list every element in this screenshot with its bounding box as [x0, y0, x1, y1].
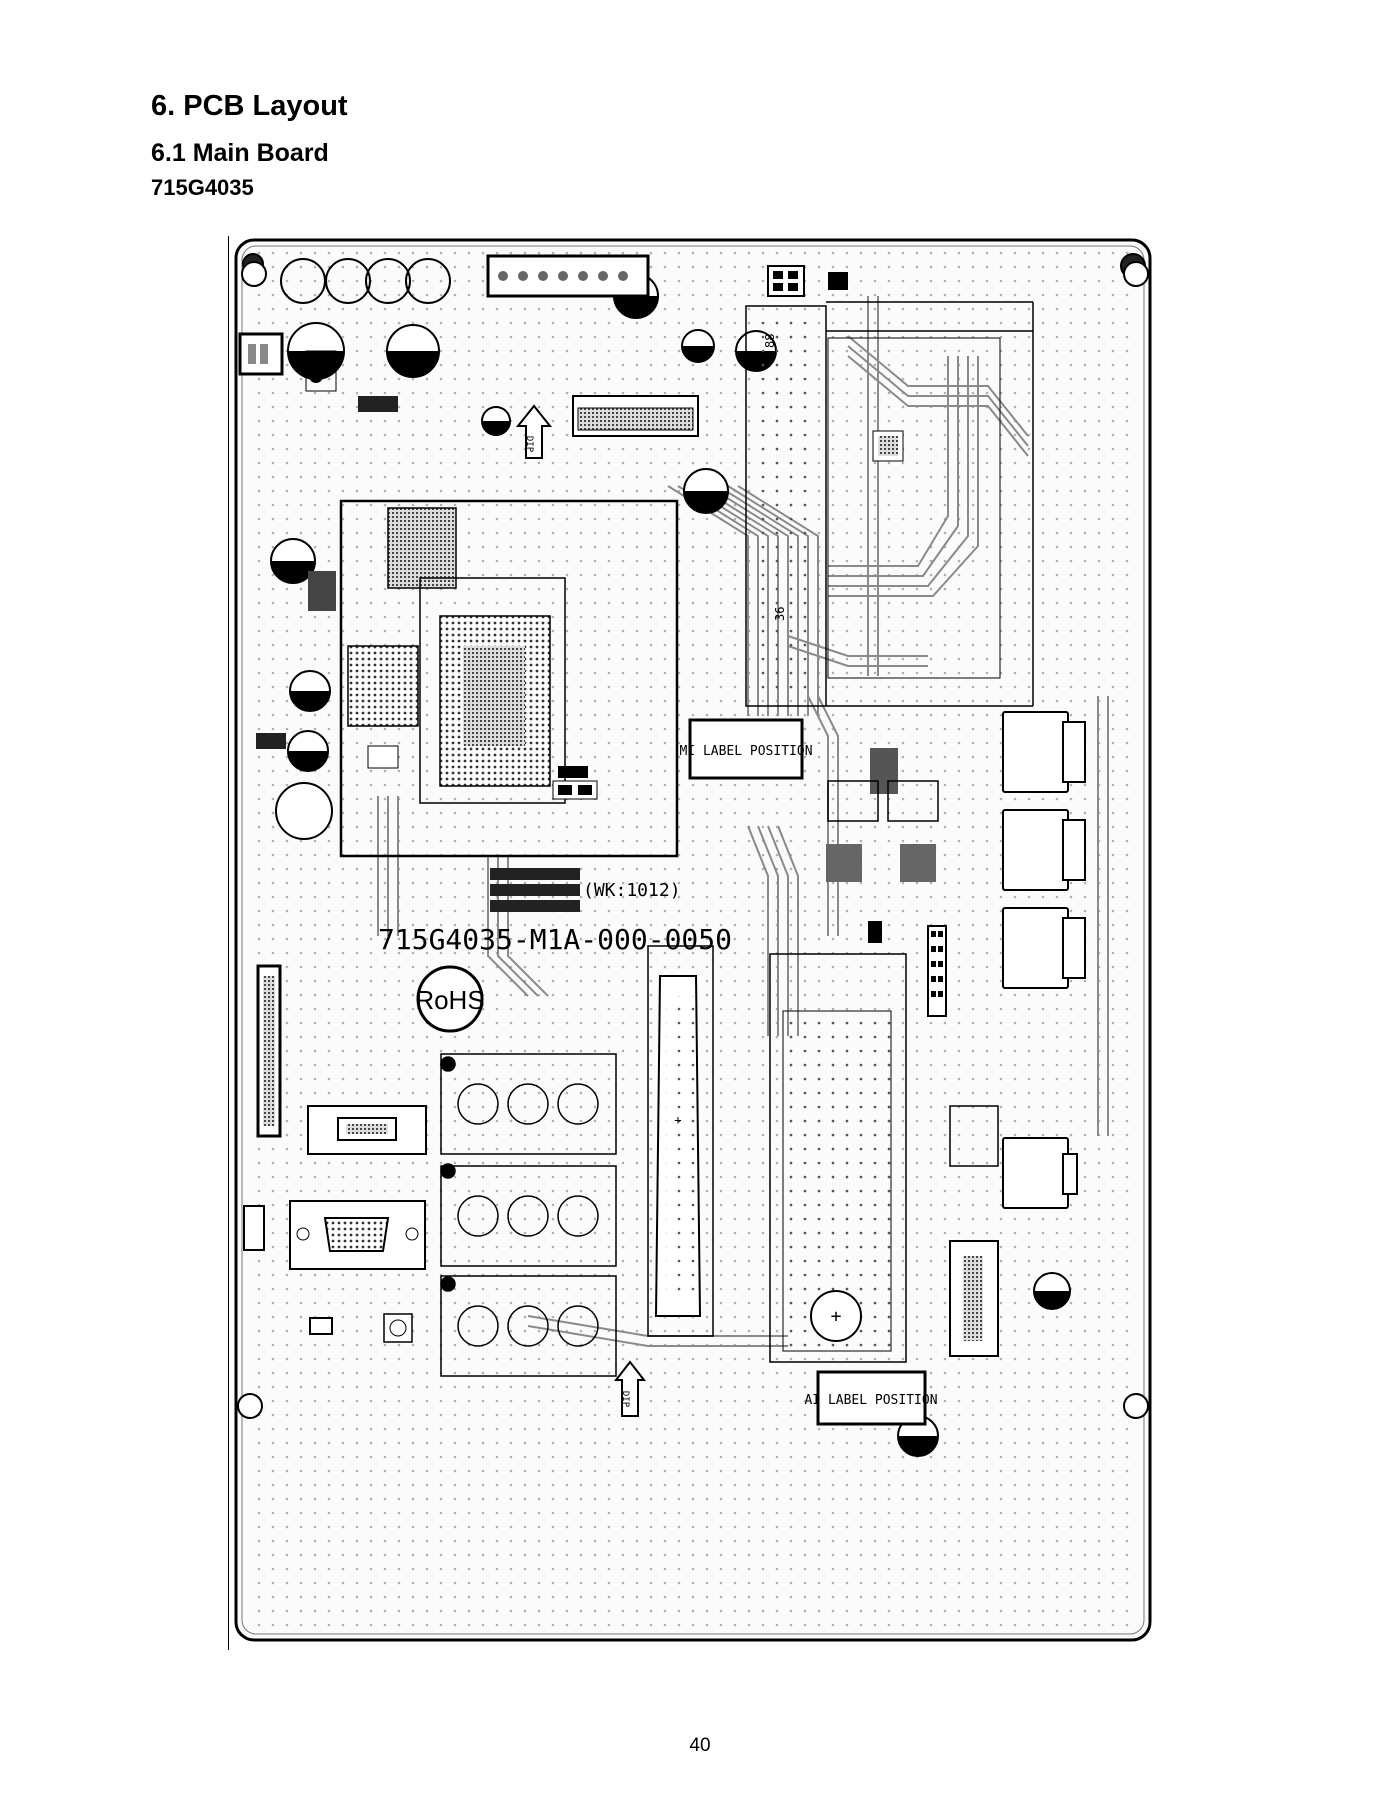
top-header-connector	[486, 254, 848, 298]
pcb-layout-drawing: DIP 88 36	[228, 236, 1178, 1650]
svg-text:+: +	[674, 1113, 681, 1127]
rohs-mark: RoHS	[415, 965, 485, 1033]
audio-capacitor-bank	[440, 1053, 617, 1377]
svg-text:DIP: DIP	[524, 436, 534, 453]
tuner-module: +	[769, 953, 907, 1363]
usb-connector	[949, 1105, 999, 1357]
rca-jack	[1002, 711, 1086, 1209]
board-part-number: (WK:1012) 715G4035-M1A-000-0050	[378, 880, 732, 956]
svg-text:AI LABEL POSITION: AI LABEL POSITION	[804, 1393, 937, 1408]
scart-connector: +	[647, 945, 714, 1337]
mounting-hole	[237, 261, 1149, 1419]
model-number: 715G4035	[151, 175, 254, 200]
side-header	[927, 925, 947, 1017]
svg-text:DIP: DIP	[620, 1391, 630, 1408]
vga-connector	[289, 1200, 426, 1270]
svg-text:715G4035-M1A-000-0050: 715G4035-M1A-000-0050	[378, 923, 732, 956]
dip-arrow-bottom: DIP	[613, 1360, 647, 1417]
svg-text:(WK:1012): (WK:1012)	[583, 880, 681, 901]
pin-header	[572, 395, 699, 437]
main-soc-region	[339, 499, 679, 858]
svg-text:+: +	[831, 1306, 842, 1327]
section-title: 6. PCB Layout	[151, 90, 348, 122]
ai-label-position: AI LABEL POSITION	[804, 1370, 938, 1426]
dip-arrow-top: DIP	[515, 404, 553, 459]
resistor-array	[490, 868, 580, 912]
page-number: 40	[689, 1735, 711, 1756]
power-section	[826, 748, 939, 943]
subsection-title: 6.1 Main Board	[151, 139, 329, 167]
mi-label-position: MI LABEL POSITION	[679, 718, 813, 780]
left-vertical-connector	[256, 964, 282, 1138]
small-connector	[243, 1205, 413, 1343]
svg-text:88: 88	[763, 334, 777, 348]
lvds-connector: 88 36	[745, 301, 1034, 707]
regulator-ic	[238, 332, 398, 749]
svg-text:MI LABEL POSITION: MI LABEL POSITION	[679, 744, 812, 759]
svg-text:36: 36	[773, 607, 787, 621]
svg-text:RoHS: RoHS	[415, 985, 484, 1015]
hdmi-connector	[307, 1105, 427, 1155]
